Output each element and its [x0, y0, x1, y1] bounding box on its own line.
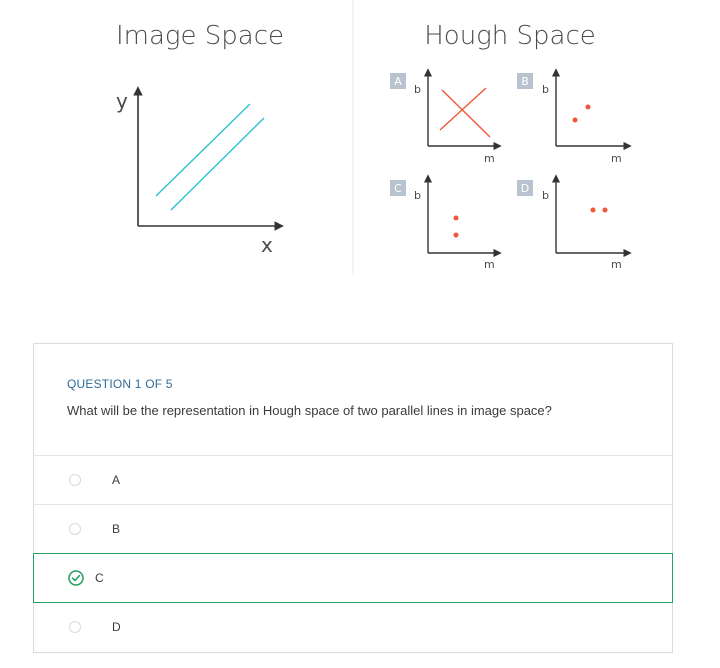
panel-b-point-1	[585, 104, 591, 110]
hough-space-title: Hough Space	[424, 21, 596, 51]
panel-d-point-2	[602, 207, 608, 213]
panel-b-m-label: m	[611, 152, 622, 165]
panel-d-m-label: m	[611, 258, 622, 271]
panel-a-b-label: b	[414, 83, 421, 96]
answer-option-c[interactable]: C	[33, 553, 673, 603]
answer-option-label: C	[95, 571, 104, 585]
panel-a-badge-label: A	[394, 75, 402, 88]
answer-option-d[interactable]: D	[34, 603, 672, 652]
radio-button-a[interactable]	[69, 474, 81, 486]
panel-b-point-2	[572, 117, 578, 123]
hough-figure: Image Space y x Hough Space A b m B b m …	[116, 0, 632, 275]
answer-options: A B C D	[33, 456, 673, 652]
panel-c-b-label: b	[414, 189, 421, 202]
panel-c-m-label: m	[484, 258, 495, 271]
hough-panel-a: A b m	[390, 68, 502, 165]
panel-b-badge	[517, 73, 533, 89]
parallel-line-1	[155, 103, 251, 197]
panel-c-point-2	[453, 232, 459, 238]
answer-option-label: D	[112, 620, 121, 634]
radio-button-d[interactable]	[69, 621, 81, 633]
panel-c-badge-label: C	[394, 182, 402, 195]
answer-option-a[interactable]: A	[34, 456, 672, 505]
panel-a-badge	[390, 73, 406, 89]
panel-a-line-2	[439, 87, 487, 131]
quiz-card: QUESTION 1 OF 5 What will be the represe…	[33, 343, 673, 653]
hough-panel-d: D b m	[517, 174, 632, 271]
panel-d-point-1	[590, 207, 596, 213]
answer-option-b[interactable]: B	[34, 505, 672, 554]
image-space-y-label: y	[116, 89, 128, 113]
panel-c-point-1	[453, 215, 459, 221]
question-text: What will be the representation in Hough…	[67, 403, 552, 418]
check-circle-icon	[68, 570, 84, 586]
hough-panel-b: B b m	[517, 68, 632, 165]
hough-panel-c: C b m	[390, 174, 502, 271]
image-space-x-label: x	[261, 233, 273, 257]
quiz-header: QUESTION 1 OF 5 What will be the represe…	[34, 344, 672, 456]
question-progress: QUESTION 1 OF 5	[67, 377, 173, 391]
image-space-title: Image Space	[116, 21, 284, 51]
answer-option-label: B	[112, 522, 121, 536]
panel-c-badge	[390, 180, 406, 196]
panel-a-m-label: m	[484, 152, 495, 165]
answer-option-label: A	[112, 473, 121, 487]
panel-b-badge-label: B	[521, 75, 529, 88]
panel-a-line-1	[441, 89, 491, 138]
parallel-line-2	[170, 117, 265, 211]
panel-b-b-label: b	[542, 83, 549, 96]
panel-d-badge-label: D	[521, 182, 529, 195]
panel-d-b-label: b	[542, 189, 549, 202]
panel-d-badge	[517, 180, 533, 196]
radio-button-b[interactable]	[69, 523, 81, 535]
